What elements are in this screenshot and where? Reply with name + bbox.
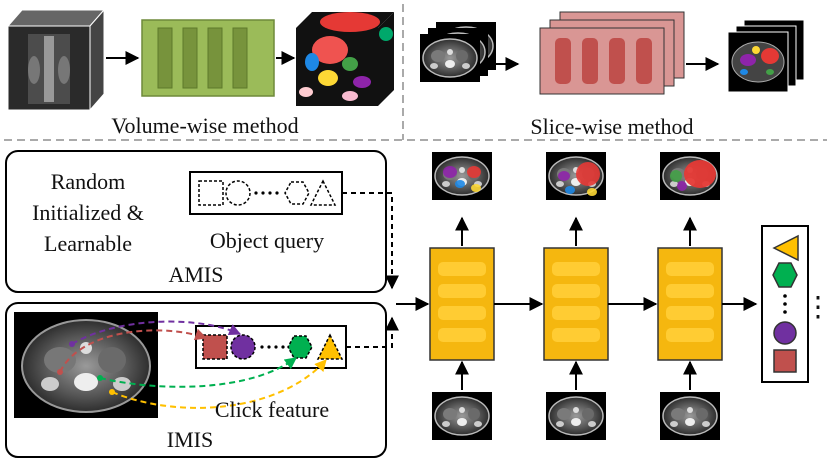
object-query-label: Object query (210, 228, 324, 253)
ct-volume-icon (6, 8, 106, 112)
object-query-dots (254, 191, 279, 195)
ellipsis-vertical: ⋮ (804, 292, 831, 323)
decoder-block-2 (543, 247, 609, 361)
segmentation-mask-icon (727, 19, 805, 93)
click-query-connector (346, 316, 399, 348)
object-query-connector (342, 192, 399, 290)
output-circle (773, 321, 797, 345)
output-dots (783, 294, 787, 314)
output-hexagon (772, 262, 798, 288)
red-click-arrow (59, 328, 208, 373)
segmented-volume-icon (296, 12, 394, 106)
click-feature-label: Click feature (215, 397, 329, 422)
volume-wise-label: Volume-wise method (111, 113, 298, 138)
imis-label: IMIS (167, 427, 213, 452)
random-text-line1: Random (51, 169, 126, 194)
random-text-line3: Learnable (44, 231, 132, 256)
object-query-box (189, 171, 343, 215)
output-mask-1 (431, 151, 493, 201)
volume-network-block (141, 19, 275, 97)
slice-wise-label: Slice-wise method (530, 114, 693, 139)
output-triangle (772, 234, 799, 262)
input-slice-1 (431, 391, 493, 441)
click-query-dots (260, 345, 285, 349)
slice-network-block (539, 11, 685, 95)
decoder-block-1 (429, 247, 495, 361)
imis-ct-image (14, 312, 158, 418)
input-slice-2 (545, 391, 607, 441)
input-slice-3 (659, 391, 721, 441)
output-square (773, 349, 797, 373)
output-mask-2 (545, 151, 607, 201)
yellow-click-arrow (111, 359, 327, 409)
click-query-shapes (202, 333, 344, 360)
amis-label: AMIS (168, 262, 223, 287)
decoder-block-3 (657, 247, 723, 361)
purple-click-arrow (71, 320, 242, 345)
random-text-line2: Initialized & (32, 200, 144, 225)
green-click-arrow (99, 357, 297, 388)
output-mask-3 (659, 151, 721, 201)
object-query-shapes (198, 179, 337, 206)
